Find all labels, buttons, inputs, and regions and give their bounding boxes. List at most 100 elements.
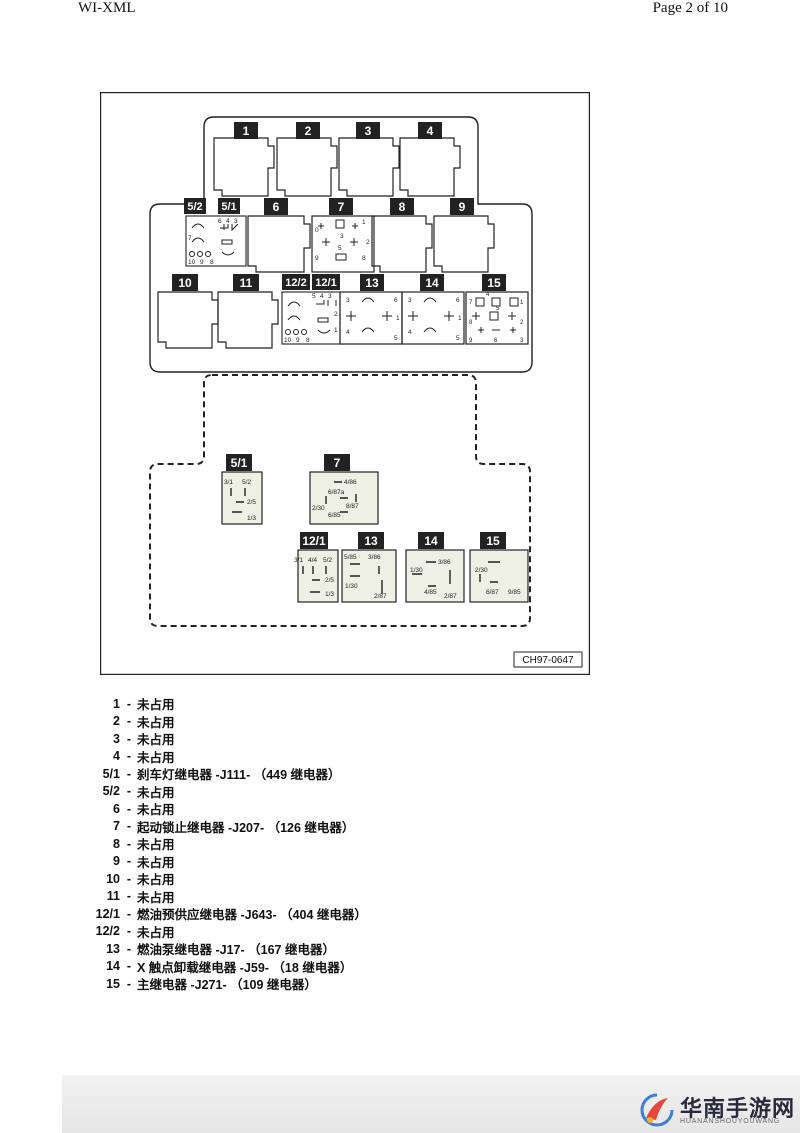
pin-label: 3/86 bbox=[368, 554, 381, 561]
legend-item: 9-未占用 bbox=[60, 853, 520, 871]
legend-text: 起动锁止继电器 -J207- （126 继电器） bbox=[137, 820, 355, 835]
legend-number: 2 bbox=[113, 714, 120, 729]
pin-number: 5 bbox=[338, 245, 342, 252]
pin-number: 1 bbox=[458, 315, 462, 322]
slot-label: 15 bbox=[487, 276, 501, 290]
pin-label: 8/87 bbox=[346, 503, 359, 510]
pin-number: 1 bbox=[520, 300, 524, 306]
legend-separator: - bbox=[126, 976, 132, 991]
slot-label: 13 bbox=[364, 534, 378, 548]
legend-item: 13-燃油泵继电器 -J17- （167 继电器） bbox=[60, 940, 520, 958]
legend-text: 未占用 bbox=[137, 733, 175, 748]
pin-label: 2/87 bbox=[444, 593, 457, 600]
relay-slot-14: 14 3 6 1 4 5 bbox=[401, 274, 465, 345]
pin-number: 4 bbox=[226, 218, 230, 225]
legend-text: 未占用 bbox=[137, 838, 175, 853]
legend-item: 10-未占用 bbox=[60, 870, 520, 888]
relay-slot-1: 1 bbox=[213, 122, 275, 197]
footer-band bbox=[62, 1075, 800, 1133]
watermark-logo-icon bbox=[640, 1093, 674, 1127]
pin-number: 8 bbox=[306, 337, 310, 344]
watermark-title: 华南手游网 bbox=[680, 1097, 796, 1122]
pin-number: 10 bbox=[188, 259, 196, 266]
pin-label: 2/30 bbox=[312, 505, 325, 512]
pin-number: 2 bbox=[334, 311, 338, 318]
legend-separator: - bbox=[126, 924, 132, 939]
relay-slot-13: 13 3 6 1 4 5 bbox=[339, 274, 403, 345]
relay-slot-4: 4 bbox=[399, 122, 461, 197]
legend-text: 未占用 bbox=[137, 925, 175, 940]
legend-number: 5/2 bbox=[102, 784, 120, 799]
pin-label: 5/85 bbox=[344, 554, 357, 561]
legend-text: 刹车灯继电器 -J111- （449 继电器） bbox=[137, 768, 341, 783]
watermark-subtitle: HUANANSHOUYOUWANG bbox=[680, 1118, 781, 1125]
legend-number: 9 bbox=[113, 854, 120, 869]
relay-slot-9: 9 bbox=[433, 198, 495, 273]
relay-slot-10: 10 bbox=[157, 274, 219, 349]
pin-label: 3/86 bbox=[438, 559, 451, 566]
page-number: Page 2 of 10 bbox=[652, 0, 728, 16]
pin-label: 1/30 bbox=[410, 567, 423, 574]
pin-label: 5/2 bbox=[242, 479, 251, 486]
legend-number: 15 bbox=[106, 976, 120, 991]
pin-number: 9 bbox=[296, 337, 300, 344]
legend-number: 8 bbox=[113, 836, 120, 851]
slot-label: 12/2 bbox=[285, 277, 306, 289]
legend-text: 燃油预供应继电器 -J643- （404 继电器） bbox=[137, 908, 367, 923]
legend-separator: - bbox=[126, 696, 132, 711]
relay-slot-15: 15 7 4 1 8 5 2 9 6 3 bbox=[465, 274, 529, 345]
slot-label: 4 bbox=[427, 124, 434, 138]
legend-text: 燃油泵继电器 -J17- （167 继电器） bbox=[137, 943, 335, 958]
legend-number: 4 bbox=[113, 749, 120, 764]
legend-text: 未占用 bbox=[137, 750, 175, 765]
legend-separator: - bbox=[126, 906, 132, 921]
relay-bottom-5-1: 5/1 3/1 5/2 2/5 1/3 bbox=[221, 454, 263, 525]
legend-separator: - bbox=[126, 854, 132, 869]
pin-label: 3/1 bbox=[294, 557, 303, 564]
legend-separator: - bbox=[126, 836, 132, 851]
legend-number: 6 bbox=[113, 801, 120, 816]
relay-slot-5-2-and-5-1: 5/2 5/1 6 4 3 7 10 9 8 bbox=[184, 198, 247, 267]
pin-label: 6/85 bbox=[328, 512, 341, 519]
pin-number: 4 bbox=[486, 292, 490, 298]
pin-number: 2 bbox=[520, 320, 524, 326]
legend-number: 10 bbox=[106, 871, 120, 886]
legend-separator: - bbox=[126, 749, 132, 764]
pin-label: 9/85 bbox=[508, 589, 521, 596]
legend-separator: - bbox=[126, 731, 132, 746]
relay-slot-11: 11 bbox=[217, 274, 279, 349]
legend-text: 未占用 bbox=[137, 873, 175, 888]
slot-label: 14 bbox=[425, 276, 439, 290]
slot-label: 6 bbox=[273, 200, 280, 214]
pin-number: 3 bbox=[234, 218, 238, 225]
slot-label: 5/1 bbox=[221, 201, 236, 213]
slot-label: 3 bbox=[365, 124, 372, 138]
legend-separator: - bbox=[126, 784, 132, 799]
relay-slot-6: 6 bbox=[247, 198, 311, 273]
relay-slot-2: 2 bbox=[276, 122, 338, 197]
slot-label: 5/1 bbox=[231, 456, 248, 470]
legend-separator: - bbox=[126, 766, 132, 781]
pin-number: 4 bbox=[346, 329, 350, 336]
legend-text: 未占用 bbox=[137, 698, 175, 713]
diagram-frame bbox=[100, 92, 590, 675]
legend-item: 12/2-未占用 bbox=[60, 923, 520, 941]
slot-label: 8 bbox=[399, 200, 406, 214]
pin-label: 6/87a bbox=[328, 489, 345, 496]
slot-label: 14 bbox=[424, 534, 438, 548]
legend-text: X 触点卸载继电器 -J59- （18 继电器） bbox=[137, 960, 353, 975]
relay-slot-8: 8 bbox=[371, 198, 433, 273]
pin-number: 6 bbox=[394, 297, 398, 304]
pin-number: 4 bbox=[320, 293, 324, 300]
diagram-code: CH97-0647 bbox=[522, 655, 574, 666]
legend-item: 12/1-燃油预供应继电器 -J643- （404 继电器） bbox=[60, 905, 520, 923]
pin-label: 4/86 bbox=[344, 479, 357, 486]
pin-number: 10 bbox=[284, 337, 292, 344]
legend-item: 15-主继电器 -J271- （109 继电器） bbox=[60, 975, 520, 993]
legend-item: 4-未占用 bbox=[60, 748, 520, 766]
pin-number: 3 bbox=[520, 338, 524, 344]
relay-slot-3: 3 bbox=[338, 122, 400, 197]
legend-text: 未占用 bbox=[137, 785, 175, 800]
legend-separator: - bbox=[126, 871, 132, 886]
pin-label: 4/85 bbox=[424, 589, 437, 596]
